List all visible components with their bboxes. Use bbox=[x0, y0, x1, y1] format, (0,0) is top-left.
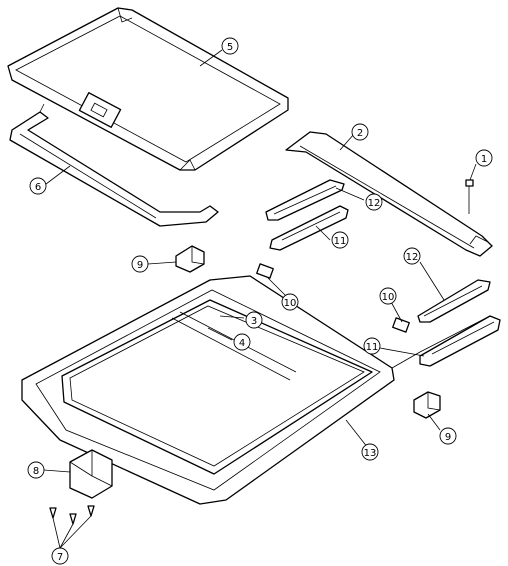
svg-text:9: 9 bbox=[445, 432, 451, 443]
bracket-lower bbox=[413, 391, 441, 419]
callout-12-lower: 12 bbox=[403, 247, 421, 265]
svg-text:12: 12 bbox=[406, 252, 419, 263]
callout-10-upper: 10 bbox=[281, 293, 299, 311]
callout-1: 1 bbox=[475, 149, 493, 167]
callout-7: 7 bbox=[51, 547, 69, 565]
bolt bbox=[465, 179, 474, 214]
guide-rail-upper bbox=[269, 205, 349, 251]
guide-rail-lower bbox=[419, 315, 501, 367]
svg-text:4: 4 bbox=[239, 338, 245, 349]
svg-text:1: 1 bbox=[481, 154, 487, 165]
main-frame bbox=[21, 275, 491, 505]
link-bracket-lower bbox=[417, 279, 491, 323]
svg-text:13: 13 bbox=[364, 448, 377, 459]
svg-text:10: 10 bbox=[284, 298, 297, 309]
callout-11-upper: 11 bbox=[331, 231, 349, 249]
slider-upper bbox=[256, 263, 274, 279]
svg-text:12: 12 bbox=[368, 198, 381, 209]
callout-3: 3 bbox=[245, 311, 263, 329]
link-bracket-upper bbox=[265, 179, 345, 221]
callout-9-upper: 9 bbox=[131, 255, 149, 273]
svg-text:9: 9 bbox=[137, 260, 143, 271]
leader-lines bbox=[43, 49, 477, 549]
callout-5: 5 bbox=[221, 37, 239, 55]
svg-text:7: 7 bbox=[57, 552, 63, 563]
callout-2: 2 bbox=[351, 123, 369, 141]
callout-4: 4 bbox=[233, 333, 251, 351]
callout-9-lower: 9 bbox=[439, 427, 457, 445]
svg-text:6: 6 bbox=[35, 182, 41, 193]
svg-text:11: 11 bbox=[334, 236, 347, 247]
svg-text:5: 5 bbox=[227, 42, 233, 53]
sunshade-panel bbox=[7, 7, 289, 171]
svg-text:10: 10 bbox=[382, 292, 395, 303]
callout-6: 6 bbox=[29, 177, 47, 195]
callout-13: 13 bbox=[361, 443, 379, 461]
svg-text:3: 3 bbox=[251, 316, 257, 327]
callout-10-lower: 10 bbox=[379, 287, 397, 305]
motor-assembly bbox=[69, 449, 113, 499]
callout-12-upper: 12 bbox=[365, 193, 383, 211]
svg-text:2: 2 bbox=[357, 128, 363, 139]
svg-text:8: 8 bbox=[33, 466, 39, 477]
callout-8: 8 bbox=[27, 461, 45, 479]
slider-lower bbox=[392, 317, 410, 333]
callout-11-lower: 11 bbox=[363, 337, 381, 355]
sunshade-frame bbox=[9, 103, 219, 227]
rear-rail bbox=[285, 131, 493, 257]
screws bbox=[49, 505, 95, 525]
bracket-upper bbox=[175, 245, 205, 273]
svg-text:11: 11 bbox=[366, 342, 379, 353]
